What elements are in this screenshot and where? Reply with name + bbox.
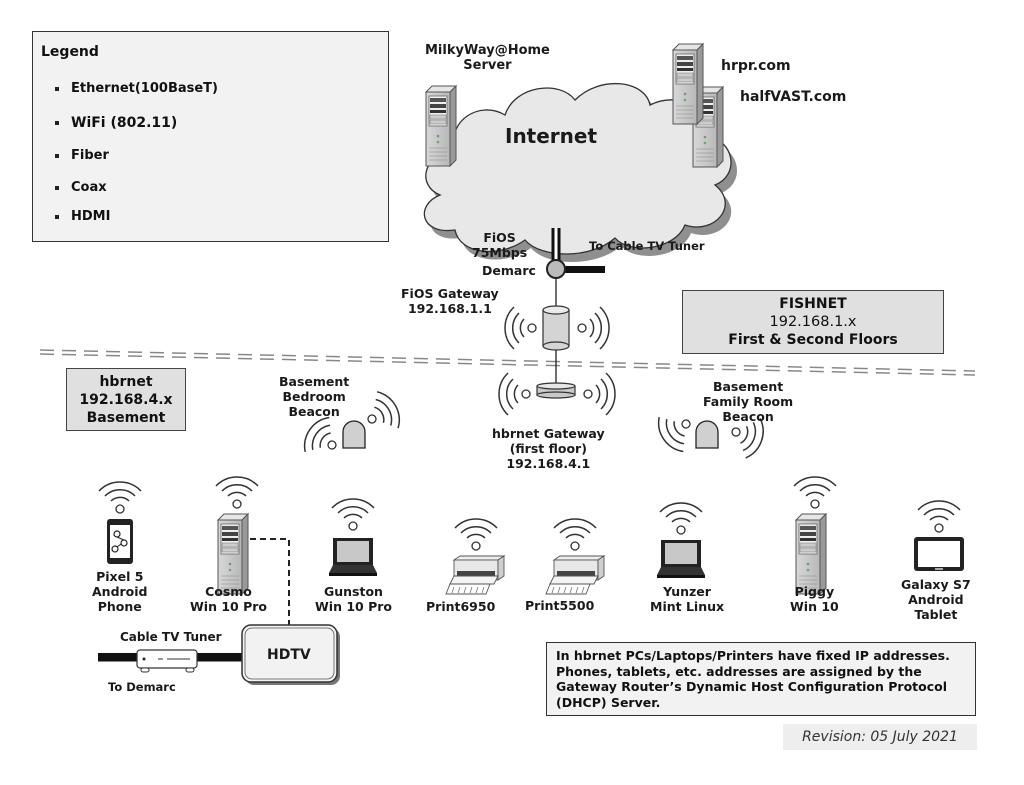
- wifi-icon: [331, 498, 375, 531]
- piggy-pc-icon: [795, 513, 827, 595]
- wifi-icon: [659, 502, 703, 535]
- cable-tv-tuner-label: Cable TV Tuner: [120, 630, 222, 644]
- wifi-icon: [454, 518, 498, 551]
- milkyway-server-icon: [425, 85, 457, 167]
- hbrnet-box: hbrnet 192.168.4.x Basement: [66, 368, 186, 431]
- wifi-icon: [215, 476, 259, 509]
- hdtv-label: HDTV: [267, 647, 311, 663]
- dhcp-note: In hbrnet PCs/Laptops/Printers have fixe…: [546, 642, 976, 716]
- print6950-printer-icon: [445, 555, 505, 595]
- wifi-icon: [553, 518, 597, 551]
- fios-gateway-icon: [542, 305, 570, 351]
- hbrnet-gateway-label: hbrnet Gateway (first floor) 192.168.4.1: [492, 426, 605, 471]
- hdmi-link: [250, 538, 290, 628]
- wifi-icon: [297, 411, 349, 466]
- cosmo-pc-icon: [217, 513, 249, 595]
- cable-tv-tuner-icon: [136, 649, 198, 673]
- gunston-laptop-icon: [329, 538, 377, 576]
- device-label-gunston: Gunston Win 10 Pro: [315, 584, 392, 614]
- device-label-piggy: Piggy Win 10: [790, 584, 839, 614]
- milkyway-server-label: MilkyWay@Home Server: [425, 43, 550, 73]
- legend-item-coax: Coax: [55, 180, 107, 195]
- hdtv-icon: [241, 624, 340, 685]
- wifi-icon: [917, 500, 961, 533]
- legend-item-fiber: Fiber: [55, 148, 109, 163]
- device-label-galaxy-s7: Galaxy S7 Android Tablet: [901, 577, 971, 622]
- legend-panel: Legend Ethernet(100BaseT) WiFi (802.11) …: [32, 31, 389, 242]
- print5500-printer-icon: [545, 555, 605, 595]
- hbrnet-gateway-icon: [536, 382, 576, 399]
- device-label-pixel5: Pixel 5 Android Phone: [92, 569, 148, 614]
- demarc-icon: [546, 259, 566, 279]
- revision-date: Revision: 05 July 2021: [783, 724, 977, 750]
- legend-title: Legend: [41, 44, 99, 60]
- hrpr-label: hrpr.com: [721, 58, 791, 74]
- fios-gateway-label: FiOS Gateway 192.168.1.1: [401, 286, 499, 316]
- internet-cloud-label: Internet: [505, 124, 598, 148]
- bedroom-beacon-icon: [342, 420, 366, 449]
- to-demarc-label: To Demarc: [108, 680, 176, 694]
- wifi-icon: [498, 372, 531, 416]
- legend-item-wifi: WiFi (802.11): [55, 115, 177, 131]
- yunzer-laptop-icon: [657, 540, 705, 578]
- device-label-cosmo: Cosmo Win 10 Pro: [190, 584, 267, 614]
- bedroom-beacon-label: Basement Bedroom Beacon: [279, 374, 350, 419]
- device-label-yunzer: Yunzer Mint Linux: [650, 584, 725, 614]
- coax-link: [560, 264, 605, 273]
- tablet-icon: [914, 537, 964, 571]
- wifi-icon: [98, 481, 142, 514]
- family-room-beacon-icon: [695, 420, 719, 449]
- device-label-print5500: Print5500: [525, 598, 595, 613]
- floor-divider: [39, 349, 976, 376]
- fios-speed-label: FiOS 75Mbps: [472, 230, 528, 260]
- fishnet-box: FISHNET 192.168.1.x First & Second Floor…: [682, 290, 944, 354]
- wifi-icon: [651, 403, 703, 458]
- wifi-icon: [504, 306, 537, 350]
- internet-cloud: [423, 82, 738, 263]
- hrpr-server-icon: [672, 43, 704, 125]
- legend-item-ethernet: Ethernet(100BaseT): [55, 81, 218, 96]
- demarc-label: Demarc: [482, 263, 536, 278]
- halfvast-label: halfVAST.com: [740, 89, 847, 105]
- phone-icon: [107, 519, 133, 564]
- wifi-icon: [583, 372, 616, 416]
- wifi-icon: [793, 476, 837, 509]
- device-label-print6950: Print6950: [426, 599, 496, 614]
- to-cable-tv-label: To Cable TV Tuner: [589, 239, 705, 253]
- family-room-beacon-label: Basement Family Room Beacon: [703, 379, 794, 424]
- wifi-icon: [577, 306, 610, 350]
- legend-item-hdmi: HDMI: [55, 209, 110, 224]
